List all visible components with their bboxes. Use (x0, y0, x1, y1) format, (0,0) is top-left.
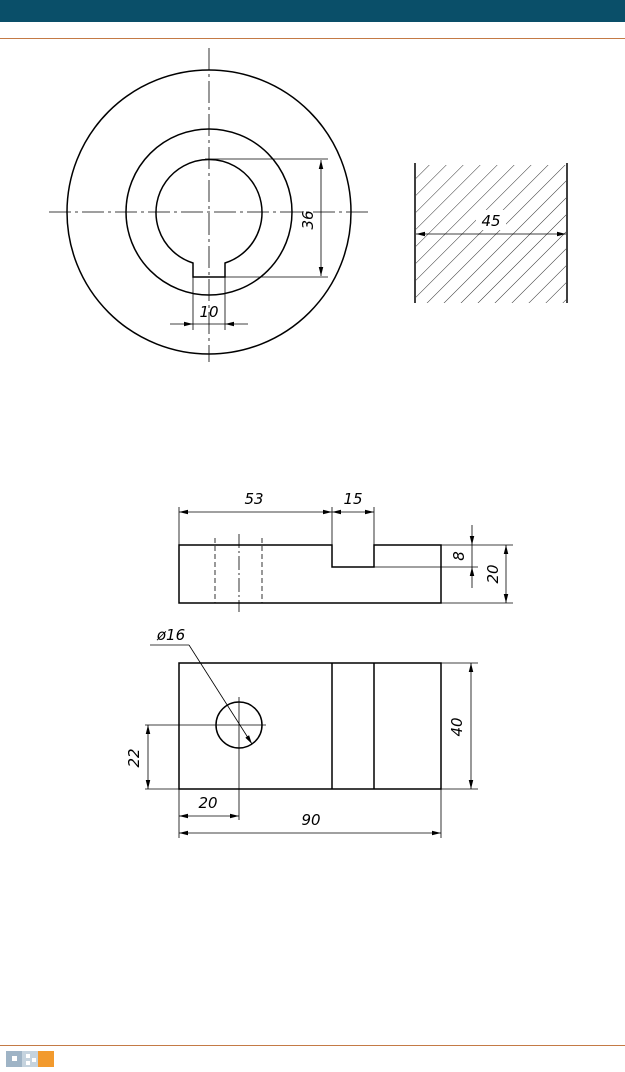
dim-label-36: 36 (299, 210, 317, 229)
figure-2-front-view (178, 507, 513, 612)
top-outline (178, 662, 442, 790)
footer-rule (0, 1045, 625, 1046)
dim-label-90: 90 (301, 811, 320, 829)
leader-line (188, 644, 253, 745)
figure-1-section-view (414, 163, 568, 303)
dim-label-15: 15 (343, 490, 362, 508)
figure-2-top-view (145, 644, 478, 838)
dim-label-40: 40 (448, 717, 466, 736)
front-outline (178, 544, 442, 604)
dim-label-45: 45 (481, 212, 500, 230)
dim-label-10: 10 (199, 303, 218, 321)
figure-1-circular-part (49, 48, 370, 362)
label-background (476, 210, 506, 230)
dim-label-diameter-16: ø16 (156, 626, 185, 644)
header-rule (0, 38, 625, 39)
dim-label-8: 8 (450, 551, 468, 561)
dim-label-20-height: 20 (484, 564, 502, 583)
keyed-bore (155, 158, 263, 278)
dim-label-20-offset: 20 (198, 794, 217, 812)
header-bar (0, 0, 625, 22)
dim-label-22: 22 (125, 748, 143, 767)
dim-label-53: 53 (244, 490, 263, 508)
publisher-logo-icon (6, 1051, 54, 1067)
